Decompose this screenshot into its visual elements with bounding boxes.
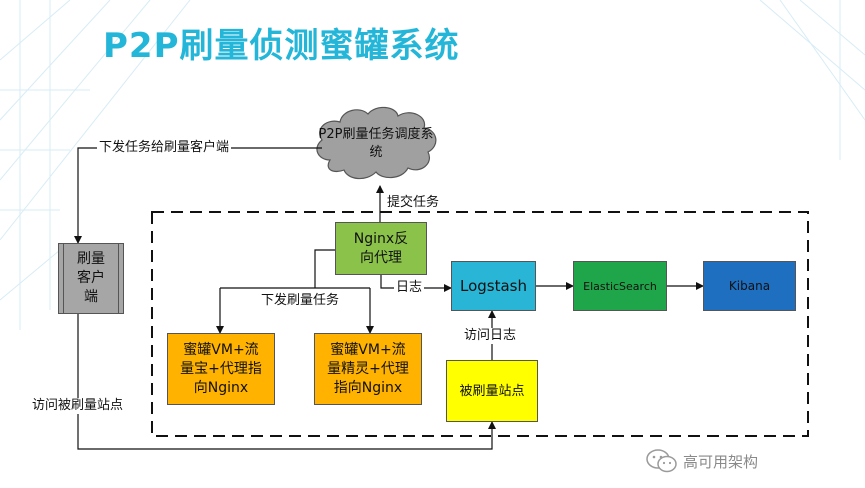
site-node: 被刷量站点 xyxy=(446,360,538,422)
logstash-node: Logstash xyxy=(451,261,536,311)
edge-dispatch-to-client xyxy=(74,147,322,244)
label-log: 日志 xyxy=(394,280,425,296)
client-node: 刷量客户端 xyxy=(58,243,124,314)
wechat-icon xyxy=(646,449,677,473)
label-submit-task: 提交任务 xyxy=(385,195,442,211)
honeypot2-node: 蜜罐VM+流量精灵+代理指向Nginx xyxy=(314,333,422,405)
nginx-node: Nginx反向代理 xyxy=(335,222,427,275)
watermark: 高可用架构 xyxy=(645,448,758,474)
edge-nginx-branch xyxy=(314,249,335,288)
honeypot1-node: 蜜罐VM+流量宝+代理指向Nginx xyxy=(167,333,275,405)
watermark-text: 高可用架构 xyxy=(683,452,759,471)
cloud-label: P2P刷量任务调度系统 xyxy=(318,127,434,160)
label-dispatch-to-client: 下发任务给刷量客户端 xyxy=(97,140,232,156)
kibana-node: Kibana xyxy=(703,261,796,311)
honeypot-boundary xyxy=(151,211,809,437)
label-dispatch-task: 下发刷量任务 xyxy=(259,293,342,309)
label-access-log: 访问日志 xyxy=(462,328,519,344)
slide-title: P2P刷量侦测蜜罐系统 xyxy=(103,26,460,66)
edge-log xyxy=(380,275,452,292)
cloud-shape xyxy=(316,106,437,180)
edge-visit-site xyxy=(77,314,496,450)
elasticsearch-node: ElasticSearch xyxy=(573,261,667,311)
label-visit-site: 访问被刷量站点 xyxy=(30,398,126,414)
client-label: 刷量客户端 xyxy=(77,251,105,305)
